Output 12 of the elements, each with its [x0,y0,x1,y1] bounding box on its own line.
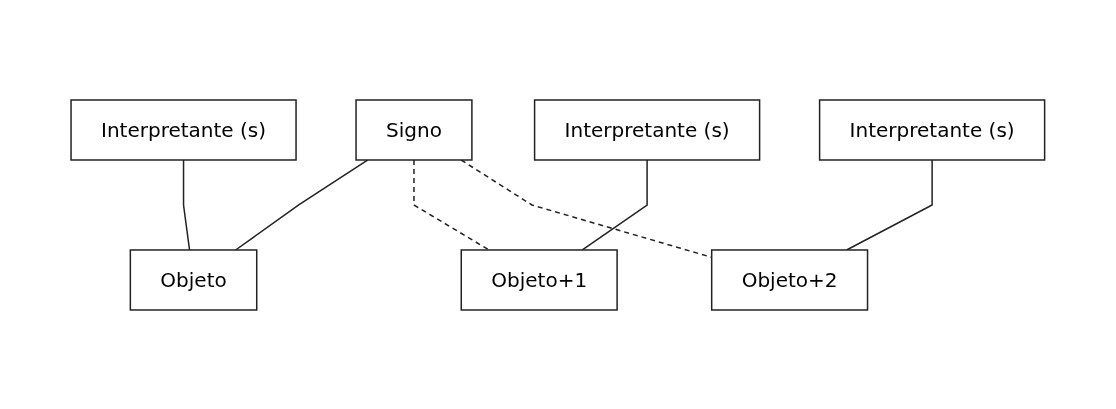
connector [182,158,191,251]
node-box: Interpretante (s) [534,98,761,161]
node-box: Objeto [129,248,258,311]
node-box: Objeto+1 [460,248,619,311]
connector [413,158,490,251]
connector [235,158,369,251]
connector [846,158,934,251]
node-box: Interpretante (s) [70,98,297,161]
connector [581,158,649,251]
node-box: Signo [355,98,473,161]
node-box: Interpretante (s) [819,98,1046,161]
node-box: Objeto+2 [711,248,869,311]
